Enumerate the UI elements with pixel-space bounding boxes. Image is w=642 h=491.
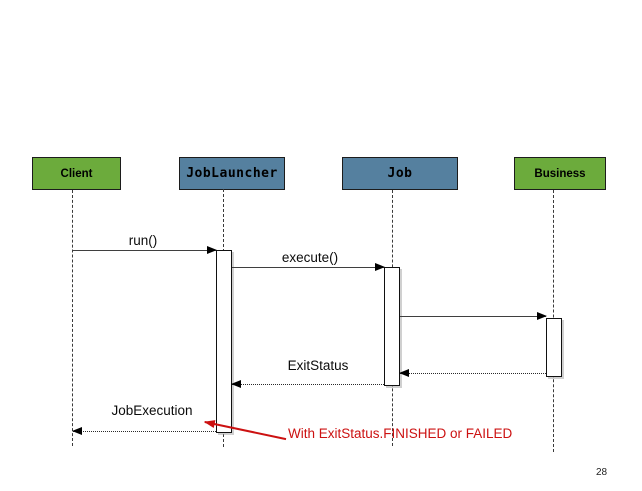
arrowhead-left-icon [399, 369, 409, 377]
actor-box-joblauncher: JobLauncher [179, 157, 285, 190]
activation-business [546, 318, 562, 377]
message-label-execute: execute() [281, 250, 339, 265]
arrowhead-right-icon [375, 263, 385, 271]
arrowhead-right-icon [537, 312, 547, 320]
activation-joblauncher [216, 250, 232, 433]
lifeline-client [72, 190, 73, 446]
message-label-exitstatus: ExitStatus [287, 358, 349, 373]
arrowhead-right-icon [207, 246, 217, 254]
actor-box-business: Business [514, 157, 606, 190]
message-arrow-execute [232, 263, 385, 271]
return-arrow-jobexecution [72, 427, 216, 435]
message-label-run: run() [128, 233, 158, 248]
annotation-text: With ExitStatus.FINISHED or FAILED [288, 426, 513, 441]
message-label-jobexecution: JobExecution [111, 403, 193, 418]
activation-job [384, 267, 400, 386]
page-number: 28 [596, 467, 608, 478]
actor-box-client: Client [32, 157, 121, 190]
message-arrow-job-to-business [400, 312, 547, 320]
actor-box-job: Job [342, 157, 458, 190]
annotation-arrowhead-icon [202, 417, 216, 428]
actor-label-joblauncher: JobLauncher [186, 166, 278, 181]
actor-label-job: Job [387, 166, 413, 181]
return-arrow-exitstatus [231, 380, 384, 388]
actor-label-client: Client [60, 167, 93, 180]
message-arrow-run [73, 246, 217, 254]
arrowhead-left-icon [231, 380, 241, 388]
return-arrow-business-to-job [399, 369, 546, 377]
actor-label-business: Business [534, 167, 586, 180]
arrowhead-left-icon [72, 427, 82, 435]
